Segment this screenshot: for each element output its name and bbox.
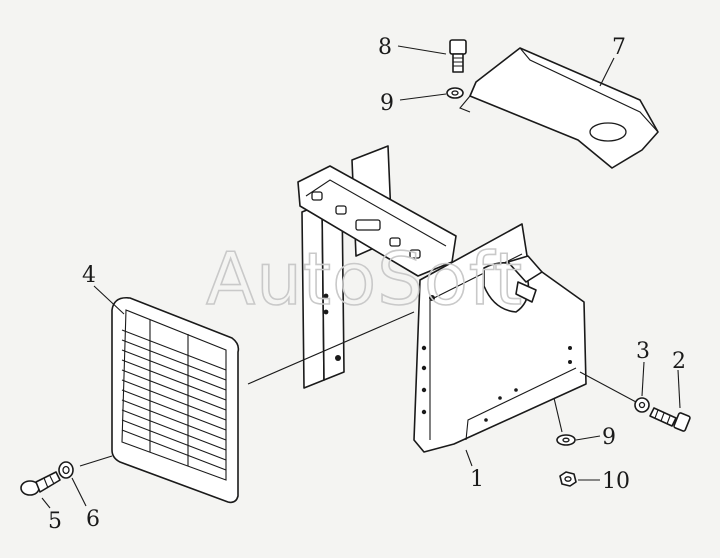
part-7-top-cover bbox=[459, 47, 659, 169]
watermark-text: AutoSoft bbox=[206, 237, 523, 321]
part-3-washer bbox=[634, 397, 650, 413]
callout-labels: 8 9 7 4 3 2 9 10 1 5 6 bbox=[48, 35, 686, 534]
part-5-bolt bbox=[20, 471, 61, 496]
callout-3: 3 bbox=[636, 339, 650, 364]
part-9-washer-lower bbox=[556, 434, 576, 446]
assembly-lines bbox=[79, 311, 637, 467]
callout-9-top: 9 bbox=[380, 91, 394, 116]
part-8-bolt bbox=[449, 39, 467, 73]
callout-10: 10 bbox=[602, 469, 630, 494]
callout-6: 6 bbox=[86, 507, 100, 532]
part-9-washer-top bbox=[446, 87, 464, 99]
callout-leaders bbox=[41, 45, 681, 509]
grille-slats bbox=[121, 320, 227, 471]
callout-1: 1 bbox=[470, 467, 484, 492]
part-4-grille bbox=[111, 296, 240, 504]
callout-7: 7 bbox=[612, 35, 626, 60]
part-6-washer bbox=[58, 461, 74, 479]
part-2-bolt bbox=[649, 407, 691, 432]
callout-9-lower: 9 bbox=[602, 425, 616, 450]
callout-2: 2 bbox=[672, 349, 686, 374]
callout-4: 4 bbox=[82, 263, 96, 288]
callout-5: 5 bbox=[48, 509, 62, 534]
part-1-frame bbox=[297, 145, 587, 453]
part-10-nut bbox=[559, 471, 577, 487]
callout-8: 8 bbox=[378, 35, 392, 60]
